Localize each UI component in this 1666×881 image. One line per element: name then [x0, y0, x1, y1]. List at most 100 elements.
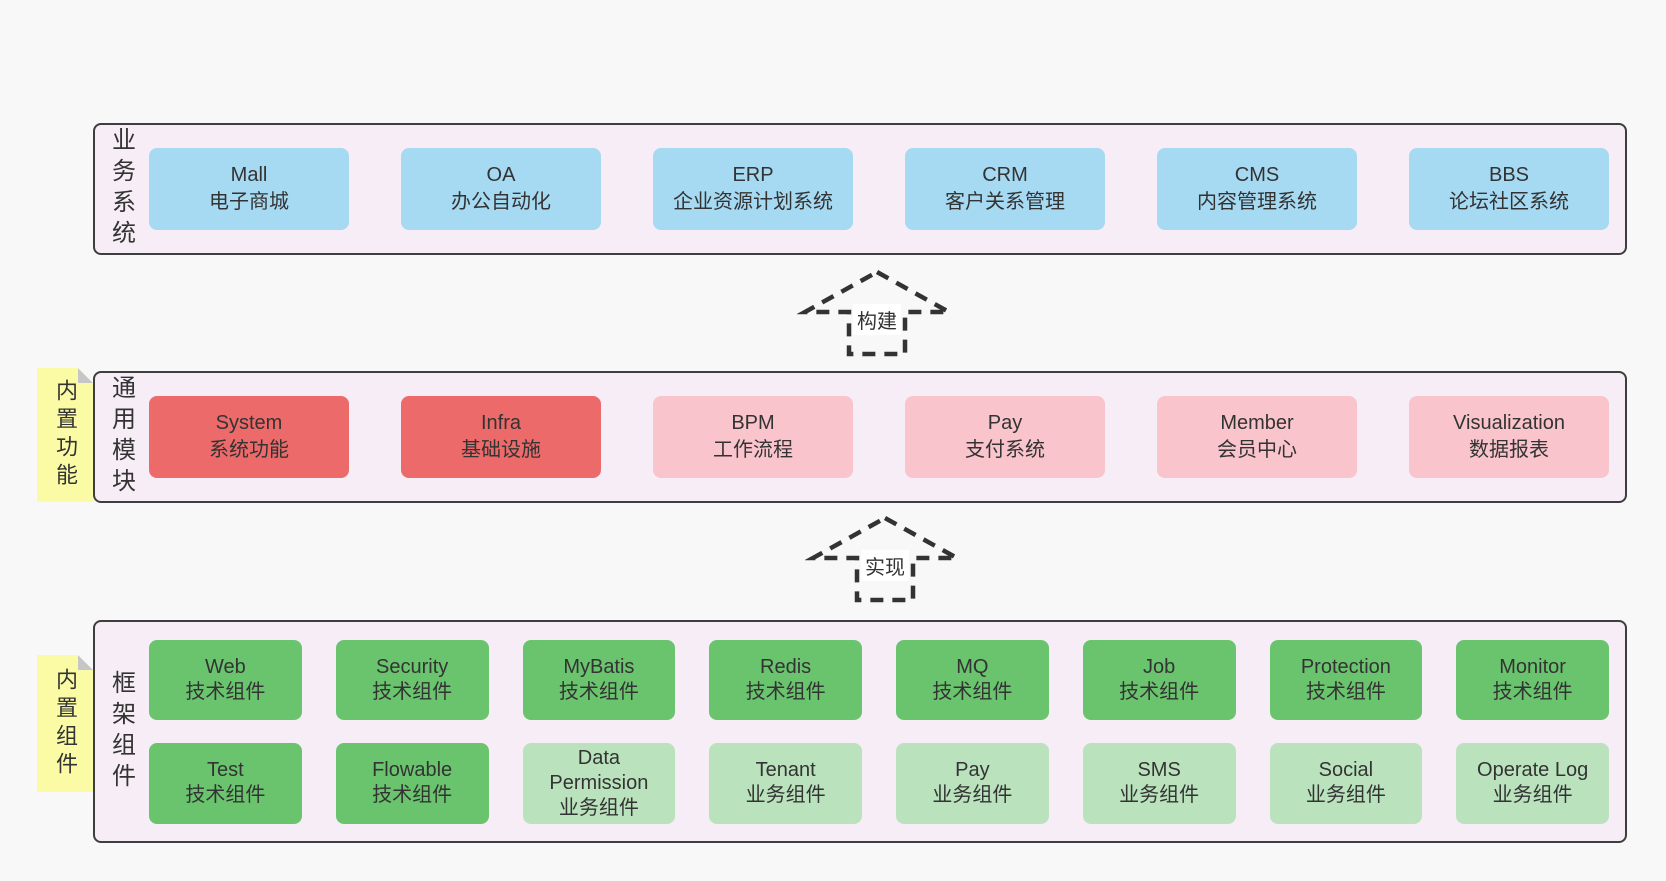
card-subtitle: 办公自动化	[451, 191, 551, 213]
card-title: Protection	[1300, 655, 1391, 678]
card-subtitle: 技术组件	[185, 680, 266, 703]
card-subtitle: 客户关系管理	[945, 191, 1065, 213]
card-title: Monitor	[1499, 655, 1566, 678]
card-title: Security	[376, 655, 449, 678]
card-mall: Mall 电子商城	[149, 148, 349, 230]
card-title: Operate Log	[1477, 759, 1589, 781]
card-subtitle: 企业资源计划系统	[673, 191, 833, 213]
card-subtitle: 业务组件	[558, 796, 639, 819]
card-subtitle: 会员中心	[1217, 439, 1297, 461]
card-subtitle: 技术组件	[372, 784, 453, 806]
card-subtitle: 技术组件	[932, 680, 1013, 703]
card-flowable: Flowable 技术组件	[335, 742, 489, 824]
card-data-permission: Data Permission 业务组件	[522, 742, 676, 824]
card-visualization: Visualization 数据报表	[1409, 396, 1609, 478]
card-subtitle: 技术组件	[558, 680, 639, 703]
card-bbs: BBS 论坛社区系统	[1409, 148, 1609, 230]
card-cms: CMS 内容管理系统	[1157, 148, 1357, 230]
card-title: Test	[207, 759, 244, 781]
card-pay-module: Pay 支付系统	[905, 396, 1105, 478]
card-title: Data Permission	[549, 746, 649, 794]
business-systems-grid: Mall 电子商城 OA 办公自动化 ERP 企业资源计划系统 CRM 客户关系…	[147, 125, 1625, 253]
build-arrow-label: 构建	[853, 304, 901, 335]
card-monitor: Monitor 技术组件	[1456, 639, 1609, 720]
card-subtitle: 技术组件	[1305, 680, 1386, 703]
card-title: OA	[486, 164, 516, 186]
card-subtitle: 系统功能	[209, 439, 289, 461]
build-arrow: 构建	[797, 266, 957, 360]
card-title: ERP	[732, 164, 774, 186]
card-subtitle: 技术组件	[185, 784, 266, 806]
card-subtitle: 技术组件	[1119, 680, 1200, 703]
business-systems-label: 业务系统	[107, 127, 135, 251]
card-operate-log: Operate Log 业务组件	[1456, 742, 1609, 824]
card-protection: Protection 技术组件	[1269, 639, 1423, 720]
card-title: Member	[1220, 412, 1294, 434]
card-bpm: BPM 工作流程	[653, 396, 853, 478]
card-title: MQ	[956, 655, 989, 678]
card-title: Redis	[760, 655, 812, 678]
folded-corner-icon	[78, 655, 93, 670]
card-member: Member 会员中心	[1157, 396, 1357, 478]
common-modules-grid: System 系统功能 Infra 基础设施 BPM 工作流程 Pay 支付系统…	[147, 373, 1625, 501]
builtin-features-tag: 内置功能	[37, 368, 93, 502]
card-subtitle: 支付系统	[965, 439, 1045, 461]
card-title: CRM	[982, 164, 1028, 186]
card-title: Mall	[230, 164, 268, 186]
card-subtitle: 数据报表	[1469, 439, 1549, 461]
business-systems-panel: 业务系统 Mall 电子商城 OA 办公自动化 ERP 企业资源计划系统 CRM…	[93, 123, 1627, 255]
up-arrow-icon	[797, 269, 957, 357]
card-pay-component: Pay 业务组件	[896, 742, 1049, 824]
up-arrow-icon	[805, 515, 965, 603]
card-subtitle: 基础设施	[461, 439, 541, 461]
card-web: Web 技术组件	[149, 639, 302, 720]
card-title: Visualization	[1453, 412, 1565, 434]
card-sms: SMS 业务组件	[1082, 742, 1236, 824]
card-system: System 系统功能	[149, 396, 349, 478]
card-subtitle: 业务组件	[1492, 784, 1573, 806]
card-subtitle: 业务组件	[1305, 784, 1386, 806]
card-mybatis: MyBatis 技术组件	[522, 639, 676, 720]
card-erp: ERP 企业资源计划系统	[653, 148, 853, 230]
card-subtitle: 电子商城	[209, 191, 289, 213]
card-title: System	[215, 412, 283, 434]
card-test: Test 技术组件	[149, 742, 302, 824]
card-subtitle: 业务组件	[1119, 784, 1200, 806]
card-subtitle: 技术组件	[372, 680, 453, 703]
card-job: Job 技术组件	[1082, 639, 1236, 720]
card-oa: OA 办公自动化	[401, 148, 601, 230]
builtin-components-tag-label: 内置组件	[53, 667, 78, 780]
card-subtitle: 内容管理系统	[1197, 191, 1317, 213]
card-title: Job	[1143, 655, 1176, 678]
card-title: Flowable	[372, 759, 453, 781]
card-title: Pay	[987, 412, 1023, 434]
card-mq: MQ 技术组件	[896, 639, 1049, 720]
card-tenant: Tenant 业务组件	[709, 742, 862, 824]
card-title: BPM	[731, 412, 775, 434]
card-title: Pay	[955, 759, 990, 781]
framework-components-label: 框架组件	[107, 669, 135, 794]
card-title: MyBatis	[563, 655, 635, 678]
card-infra: Infra 基础设施	[401, 396, 601, 478]
card-title: Infra	[480, 412, 522, 434]
card-social: Social 业务组件	[1269, 742, 1423, 824]
card-security: Security 技术组件	[335, 639, 489, 720]
implement-arrow: 实现	[805, 512, 965, 606]
card-title: SMS	[1137, 759, 1181, 781]
common-modules-panel: 通用模块 System 系统功能 Infra 基础设施 BPM 工作流程 Pay…	[93, 371, 1627, 503]
folded-corner-icon	[78, 368, 93, 383]
card-title: BBS	[1488, 164, 1530, 186]
card-title: CMS	[1234, 164, 1280, 186]
card-title: Tenant	[755, 759, 816, 781]
card-subtitle: 技术组件	[745, 680, 826, 703]
card-subtitle: 业务组件	[932, 784, 1013, 806]
card-subtitle: 技术组件	[1492, 680, 1573, 703]
builtin-features-tag-label: 内置功能	[53, 379, 78, 491]
card-subtitle: 工作流程	[713, 439, 793, 461]
implement-arrow-label: 实现	[861, 550, 909, 581]
common-modules-label: 通用模块	[107, 375, 135, 499]
builtin-components-tag: 内置组件	[37, 655, 93, 792]
card-redis: Redis 技术组件	[709, 639, 862, 720]
card-crm: CRM 客户关系管理	[905, 148, 1105, 230]
